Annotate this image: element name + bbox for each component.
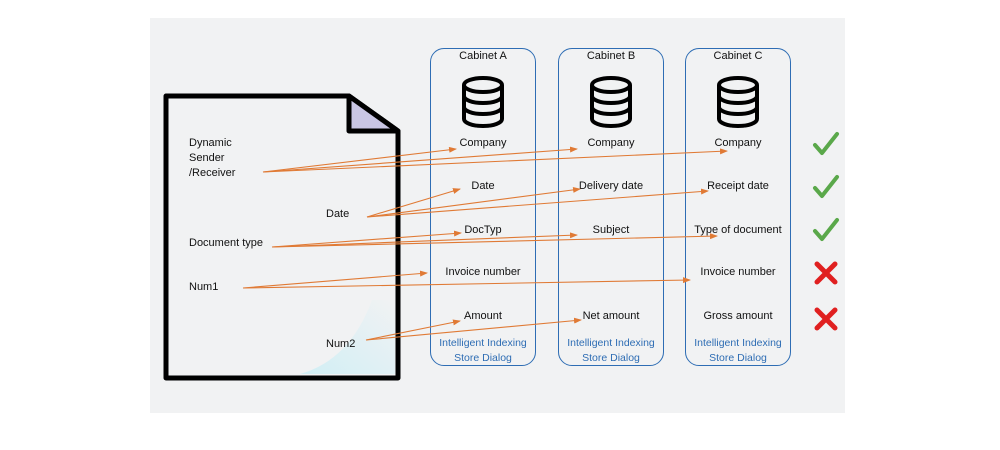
cabinet-field: Net amount xyxy=(582,310,640,322)
cabinet-panel xyxy=(558,48,664,366)
database-icon xyxy=(462,76,504,128)
arrow-doctype-to-b xyxy=(271,232,578,248)
cabinet-field: DocTyp xyxy=(464,224,502,236)
arrow-sender-to-a xyxy=(262,146,457,173)
arrow-date-to-a xyxy=(366,188,461,218)
label-num1: Num1 xyxy=(189,281,219,293)
cabinet-panel xyxy=(685,48,791,366)
cabinet-field: Amount xyxy=(464,310,502,322)
cabinet-field: Company xyxy=(587,137,635,149)
arrow-num1-to-c xyxy=(242,277,691,289)
cabinet-field: Invoice number xyxy=(445,266,521,278)
cabinet-panel xyxy=(430,48,536,366)
check-icon xyxy=(813,218,839,241)
label-document-type: Document type xyxy=(189,237,263,249)
cabinet-title: Cabinet A xyxy=(459,50,507,62)
arrow-date-to-b xyxy=(366,186,581,218)
cabinet-title: Cabinet B xyxy=(586,50,636,62)
arrow-num1-to-a xyxy=(242,270,428,289)
cross-icon xyxy=(814,307,838,331)
cabinet-footer-line: Intelligent Indexing xyxy=(694,337,782,349)
arrow-date-to-c xyxy=(366,188,709,218)
cabinet-field: Receipt date xyxy=(707,180,769,192)
arrow-doctype-to-c xyxy=(271,233,718,248)
cabinet-footer-line: Store Dialog xyxy=(454,352,512,364)
cabinet-field: Subject xyxy=(592,224,630,236)
cabinet-field: Type of document xyxy=(694,224,782,236)
arrow-sender-to-b xyxy=(262,146,578,173)
arrow-num2-to-b xyxy=(365,317,582,341)
check-icon xyxy=(813,175,839,198)
cabinet-footer-line: Store Dialog xyxy=(709,352,767,364)
database-icon xyxy=(590,76,632,128)
cabinet-field: Company xyxy=(459,137,507,149)
cabinet-field: Invoice number xyxy=(700,266,776,278)
cross-icon xyxy=(814,261,838,285)
arrow-num2-to-a xyxy=(365,319,461,341)
label-sender-receiver: Dynamic Sender /Receiver xyxy=(189,137,236,179)
cabinet-footer-line: Store Dialog xyxy=(582,352,640,364)
cabinet-field: Company xyxy=(714,137,762,149)
cabinet-footer-line: Intelligent Indexing xyxy=(439,337,527,349)
cabinet-field: Date xyxy=(471,180,495,192)
cabinet-footer-line: Intelligent Indexing xyxy=(567,337,655,349)
arrow-sender-to-c xyxy=(262,148,728,173)
cabinet-title: Cabinet C xyxy=(713,50,763,62)
cabinet-field: Delivery date xyxy=(578,180,644,192)
database-icon xyxy=(717,76,759,128)
label-num2: Num2 xyxy=(326,338,356,350)
arrow-doctype-to-a xyxy=(271,230,462,248)
label-date: Date xyxy=(326,208,350,220)
cabinet-field: Gross amount xyxy=(703,310,773,322)
diagram-canvas xyxy=(150,18,845,413)
check-icon xyxy=(813,132,839,155)
